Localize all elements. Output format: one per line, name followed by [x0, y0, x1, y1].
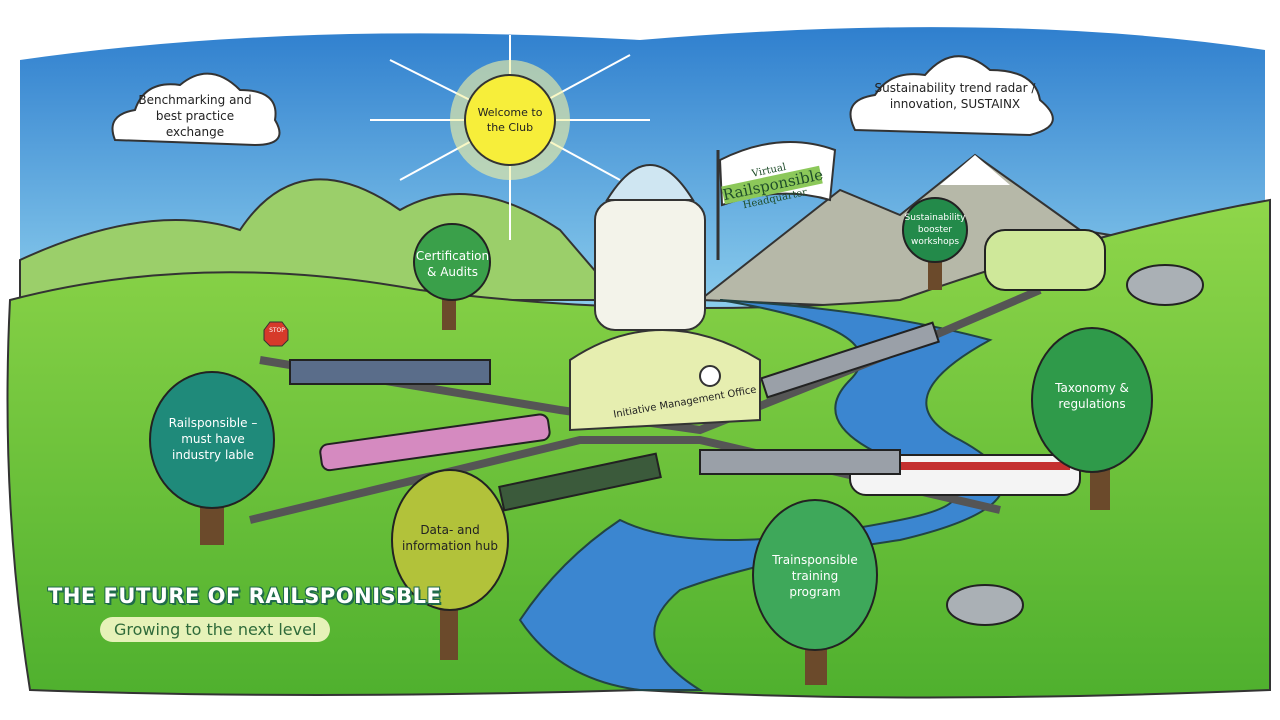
tree-booster — [902, 197, 968, 290]
railway — [259, 286, 1042, 435]
main-title: THE FUTURE OF RAILSPONISBLE — [48, 584, 442, 608]
hangar — [984, 229, 1106, 291]
glass-dome — [605, 164, 695, 201]
bridge — [760, 321, 940, 399]
clock-icon — [699, 365, 721, 387]
tree-railsponsible — [149, 371, 275, 545]
tree-label-data-hub: Data- and information hub — [402, 523, 498, 554]
stop-sign — [263, 321, 289, 347]
bridge — [699, 449, 901, 475]
rock — [946, 264, 1204, 626]
tree-trainsponsible — [752, 499, 878, 685]
office-building — [569, 329, 761, 432]
tree-taxonomy — [1031, 327, 1153, 510]
coal-train — [498, 452, 662, 512]
cloud — [111, 72, 281, 147]
pink-train — [319, 413, 551, 472]
sun — [370, 35, 650, 240]
tree-label-trainsponsible: Trainsponsible training program — [772, 553, 858, 600]
tree-data-hub — [391, 469, 509, 660]
subtitle-banner: Growing to the next level — [100, 617, 331, 642]
sun-label: Welcome to the Club — [477, 106, 543, 134]
cloud-label-trend-radar: Sustainability trend radar / innovation,… — [874, 81, 1036, 112]
tree-label-taxonomy: Taxonomy & regulations — [1055, 381, 1129, 412]
cloud-label-benchmarking: Benchmarking and best practice exchange — [138, 93, 252, 140]
tower — [594, 199, 706, 331]
tree-certification — [413, 223, 491, 330]
cloud — [849, 55, 1054, 137]
freight-train — [289, 359, 491, 385]
tree-label-railsponsible: Railsponsible – must have industry lable — [168, 416, 258, 463]
tree-label-certification: Certification & Audits — [415, 249, 490, 280]
tree-label-booster: Sustainability booster workshops — [904, 213, 966, 248]
stop-sign-label: STOP — [269, 327, 285, 334]
